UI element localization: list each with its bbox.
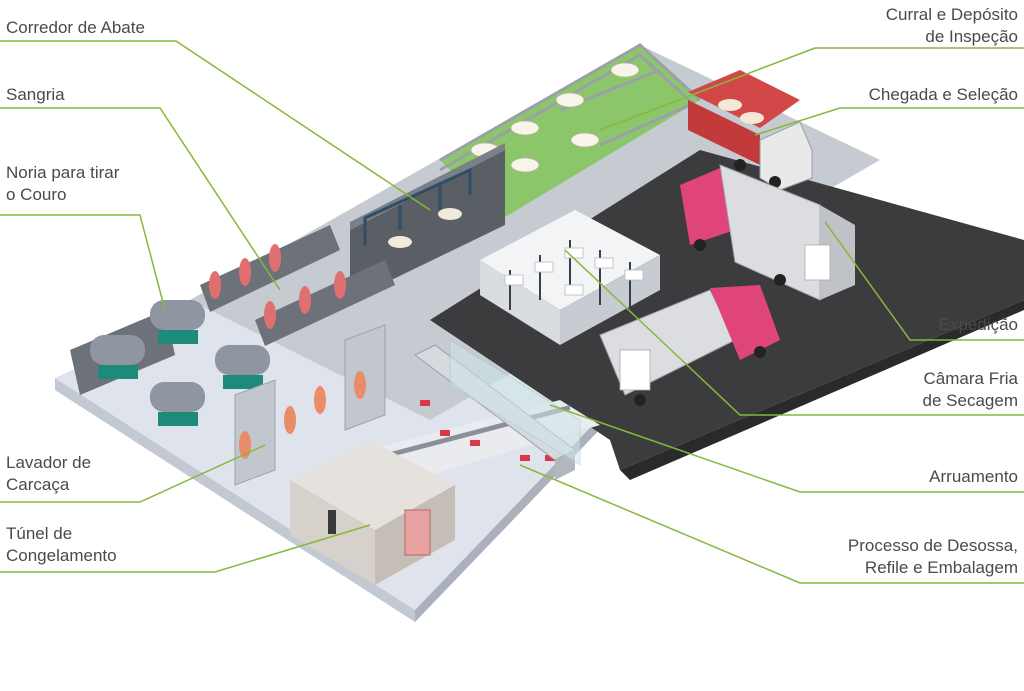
label-camara-fria: Câmara Fria de Secagem [923,368,1018,412]
label-curral: Curral e Depósito de Inspeção [886,4,1018,48]
leader-chegada [754,107,1024,136]
label-line: Câmara Fria [923,369,1018,388]
label-line: Processo de Desossa, [847,536,1018,555]
label-chegada: Chegada e Seleção [869,84,1018,106]
carcass-washer-row [234,324,386,486]
corridor-frames [363,167,472,245]
leader-desossa [519,464,1024,584]
label-arruamento: Arruamento [929,466,1018,488]
leader-arruamento [549,404,1024,493]
label-line: Noria para tirar [6,163,120,182]
cold-room-wall-left [480,260,560,345]
noria-machines [70,300,270,426]
leader-lavador [0,444,266,503]
leader-sangria [0,107,281,291]
dispatch-truck-2 [599,285,780,406]
label-line: Arruamento [929,467,1018,486]
floor-base-side [55,378,415,622]
label-expedicao: Expedição [939,314,1018,336]
leader-tunel [0,524,371,573]
cold-room-boxes [504,247,644,296]
livestock-truck [688,70,813,191]
leader-camara [564,249,1024,416]
leader-expedicao [824,221,1024,341]
label-tunel-de-congelamento: Túnel de Congelamento [6,523,117,567]
road-edge [620,300,1024,480]
label-line: o Couro [6,185,67,204]
corridor-cow [388,236,412,248]
label-line: Lavador de [6,453,92,472]
leader-noria [0,214,166,311]
label-sangria: Sangria [6,84,65,106]
dispatch-truck-1 [680,164,855,301]
label-line: Expedição [938,315,1018,334]
label-noria: Noria para tirar o Couro [6,162,119,206]
label-line: Carcaça [6,475,70,494]
glass-wall [449,339,581,466]
label-line: Refile e Embalagem [864,558,1018,577]
bleeding-rail [200,225,395,346]
label-line: Congelamento [6,546,117,565]
corridor-cow-2 [438,208,462,220]
leader-curral [599,47,1024,131]
leader-corredor [0,40,431,211]
freezing-tunnel [290,440,455,585]
label-line: Túnel de [6,524,73,543]
leader-lines [0,40,1024,584]
label-line: Corredor de Abate [6,18,145,37]
label-lavador-de-carcaca: Lavador de Carcaça [6,452,91,496]
label-line: de Secagem [922,391,1018,410]
label-line: de Inspeção [925,27,1018,46]
label-line: Curral e Depósito [885,5,1018,24]
label-processo-desossa: Processo de Desossa, Refile e Embalagem [848,535,1018,579]
slaughter-corridor-wall [350,150,505,300]
label-line: Chegada e Seleção [868,85,1018,104]
label-line: Sangria [6,85,65,104]
label-corredor-de-abate: Corredor de Abate [6,17,145,39]
